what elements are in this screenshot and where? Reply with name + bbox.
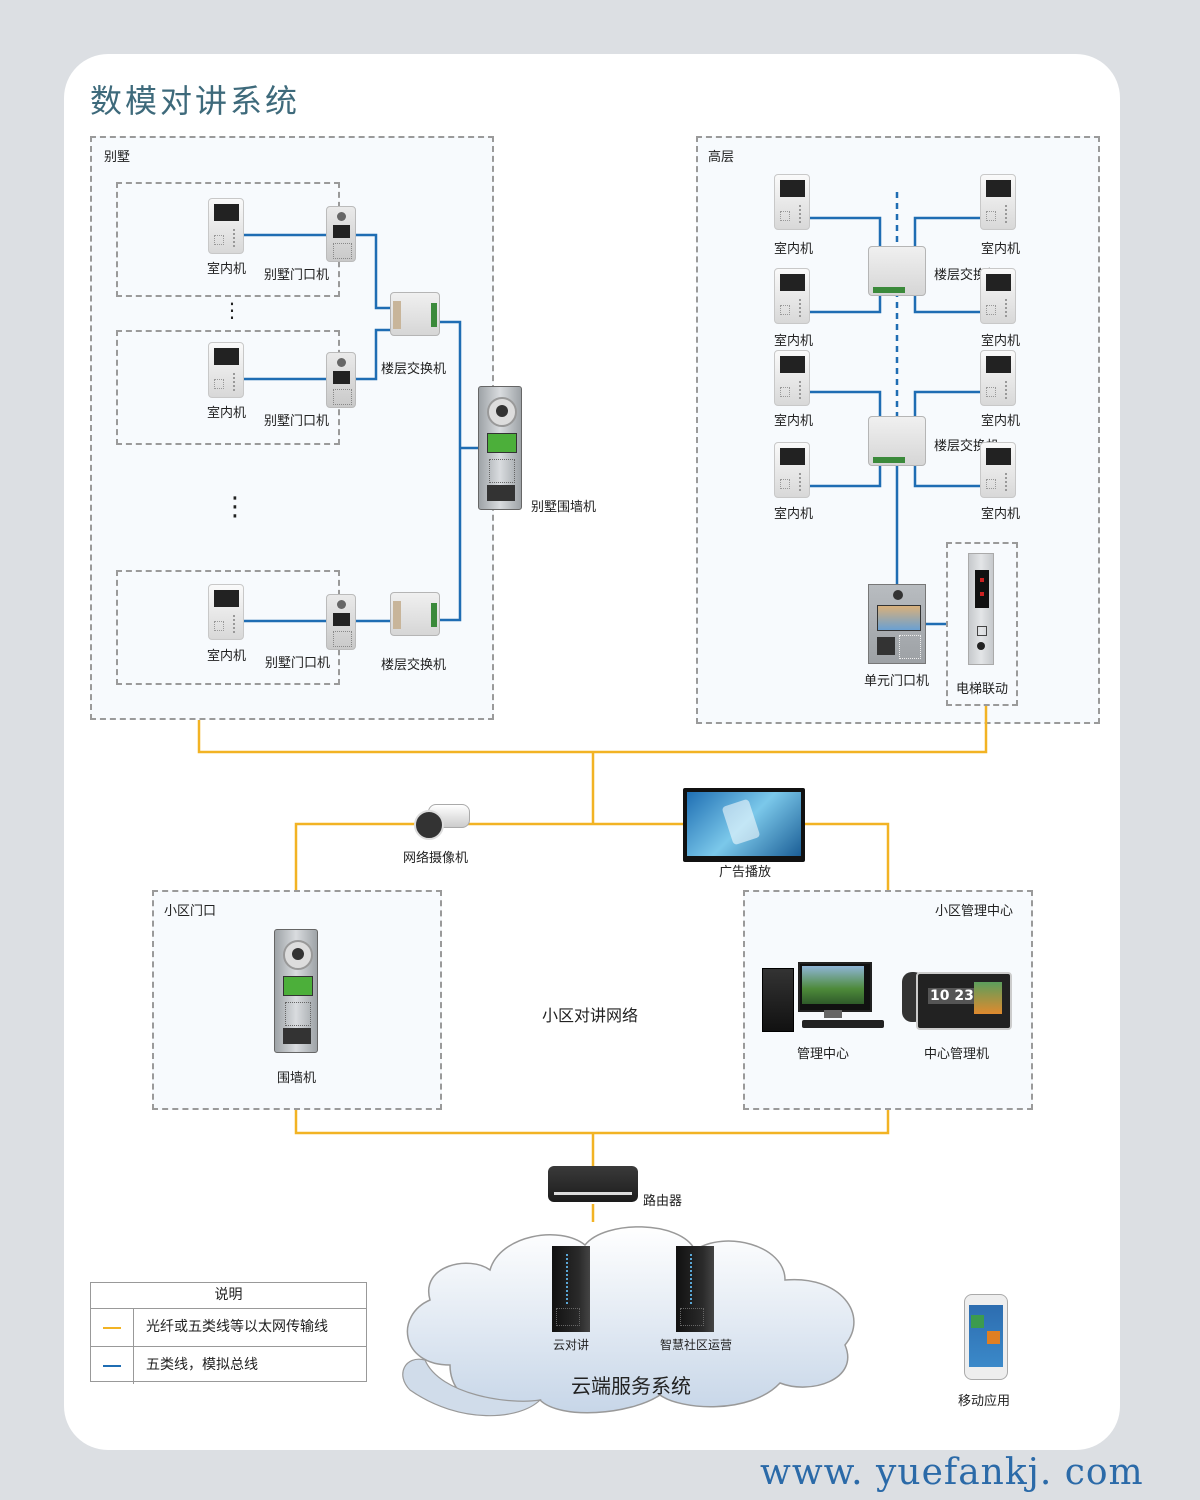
gate-zone-label: 小区门口: [164, 904, 217, 919]
indoor-monitor: [774, 442, 810, 498]
indoor-monitor-label: 室内机: [207, 262, 247, 277]
ip-camera-label: 网络摄像机: [403, 851, 469, 866]
indoor-monitor: [980, 268, 1016, 324]
elevator-control-panel: [968, 553, 994, 665]
indoor-monitor-label: 室内机: [981, 507, 1021, 522]
floor-switch-label: 楼层交换机: [381, 362, 447, 377]
floor-switch: [868, 416, 926, 466]
legend-item: 光纤或五类线等以太网传输线: [91, 1309, 366, 1347]
indoor-monitor: [208, 584, 244, 640]
indoor-monitor: [774, 268, 810, 324]
cmu-clock: 10 23: [928, 988, 976, 1004]
villa-door-unit: [326, 594, 356, 650]
management-pc: [762, 962, 888, 1036]
server-cloud-intercom-label: 云对讲: [553, 1338, 590, 1352]
legend-item-label: 五类线，模拟总线: [146, 1357, 258, 1373]
floor-switch: [390, 292, 440, 336]
gate-wall-unit-label: 围墙机: [277, 1071, 317, 1086]
elevator-zone: [946, 542, 1018, 706]
floor-switch-label: 楼层交换机: [381, 658, 447, 673]
legend-header: 说明: [91, 1283, 366, 1309]
elevator-control-label: 电梯联动: [956, 682, 1009, 697]
villa-wall-unit-label: 别墅围墙机: [531, 500, 597, 515]
server-cloud-intercom: [552, 1246, 590, 1332]
indoor-monitor-label: 室内机: [981, 414, 1021, 429]
cloud-shape: [402, 1226, 855, 1417]
mgmt-zone-label: 小区管理中心: [934, 904, 1013, 919]
villa-door-unit: [326, 206, 356, 262]
page-title: 数模对讲系统: [90, 82, 301, 120]
indoor-monitor: [980, 174, 1016, 230]
cloud-title: 云端服务系统: [571, 1374, 691, 1398]
villa-door-unit: [326, 352, 356, 408]
villa-door-unit-label: 别墅门口机: [264, 414, 330, 429]
indoor-monitor-label: 室内机: [207, 649, 247, 664]
ad-display: [683, 788, 805, 862]
indoor-monitor-label: 室内机: [207, 406, 247, 421]
indoor-monitor: [774, 174, 810, 230]
highrise-zone-label: 高层: [708, 150, 735, 165]
indoor-monitor-label: 室内机: [774, 334, 814, 349]
villa-door-unit-label: 别墅门口机: [264, 268, 330, 283]
bus-line-swatch: [103, 1364, 121, 1367]
ad-display-label: 广告播放: [719, 865, 772, 880]
indoor-monitor: [980, 442, 1016, 498]
indoor-monitor: [774, 350, 810, 406]
gate-wall-unit: [274, 929, 318, 1053]
indoor-monitor: [208, 342, 244, 398]
floor-switch: [390, 592, 440, 636]
unit-door-station-label: 单元门口机: [864, 674, 930, 689]
ellipsis-icon: ⋮: [222, 298, 242, 322]
central-management-unit-label: 中心管理机: [924, 1047, 990, 1062]
indoor-monitor: [980, 350, 1016, 406]
indoor-monitor-label: 室内机: [981, 242, 1021, 257]
central-management-unit: 10 23: [902, 968, 1012, 1030]
server-community-operations-label: 智慧社区运营: [660, 1338, 733, 1352]
management-pc-label: 管理中心: [797, 1047, 850, 1062]
legend-item-label: 光纤或五类线等以太网传输线: [146, 1319, 328, 1335]
villa-door-unit-label: 别墅门口机: [265, 656, 331, 671]
indoor-monitor-label: 室内机: [774, 507, 814, 522]
legend-item: 五类线，模拟总线: [91, 1347, 366, 1384]
indoor-monitor: [208, 198, 244, 254]
ip-camera: [414, 800, 470, 840]
mobile-phone: [964, 1294, 1008, 1380]
ethernet-line-swatch: [103, 1326, 121, 1329]
indoor-monitor-label: 室内机: [774, 242, 814, 257]
floor-switch: [868, 246, 926, 296]
server-community-operations: [676, 1246, 714, 1332]
villa-wall-unit: [478, 386, 522, 510]
indoor-monitor-label: 室内机: [981, 334, 1021, 349]
indoor-monitor-label: 室内机: [774, 414, 814, 429]
mobile-app-label: 移动应用: [958, 1394, 1011, 1409]
network-center-label: 小区对讲网络: [542, 1006, 639, 1025]
router: [548, 1166, 638, 1202]
router-label: 路由器: [643, 1194, 683, 1209]
villa-zone-label: 别墅: [104, 150, 131, 165]
unit-door-station: [868, 584, 926, 664]
legend: 说明 光纤或五类线等以太网传输线 五类线，模拟总线: [90, 1282, 367, 1384]
website-url[interactable]: www. yuefankj. com: [760, 1452, 1144, 1493]
ellipsis-icon: ⋮: [222, 492, 248, 522]
